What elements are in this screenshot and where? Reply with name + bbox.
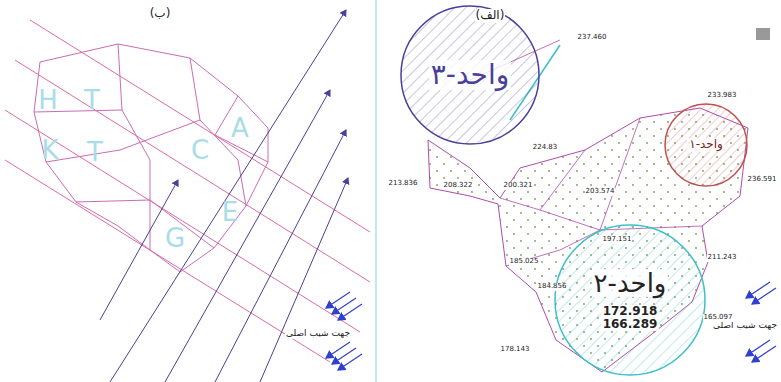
panel-label: (الف) <box>475 9 506 22</box>
block-letter: G <box>165 224 185 253</box>
zone-name: واحد-۲ <box>592 269 669 298</box>
panel-label: (ب) <box>149 7 172 20</box>
block-letter: A <box>231 114 249 143</box>
elevation-value: 185.025 <box>509 258 540 266</box>
elevation-value: 165.097 <box>703 314 734 322</box>
elevation-value: 200.321 <box>503 182 534 190</box>
zone-circle: واحد-۳ <box>400 5 540 145</box>
elevation-value: 172.918 <box>601 305 660 318</box>
block-letter: E <box>222 198 238 227</box>
direction-note: جهت شیب اصلی <box>712 321 778 331</box>
block-letter: C <box>191 136 209 165</box>
elevation-value: 224.83 <box>532 144 559 152</box>
elevation-value: 203.574 <box>585 188 616 196</box>
elevation-value: 166.289 <box>601 318 660 331</box>
zone-name: واحد-۳ <box>429 60 511 91</box>
elevation-value: 233.983 <box>707 92 738 100</box>
elevation-value: 184.856 <box>537 283 568 291</box>
elevation-value: 208.322 <box>443 182 474 190</box>
zone-outline <box>554 224 706 376</box>
block-letter: T <box>84 86 100 115</box>
block-letter: T <box>87 138 103 167</box>
block-letter: H <box>38 86 58 115</box>
block-letter: K <box>41 136 58 165</box>
elevation-value: 178.143 <box>500 346 531 354</box>
elevation-value: 236.591 <box>747 176 778 184</box>
zone-name: واحد-۱ <box>687 138 725 151</box>
zone-circle: واحد-۲ 172.918166.289 <box>554 224 706 376</box>
direction-note: جهت شیب اصلی <box>285 329 351 339</box>
elevation-value: 211.243 <box>707 254 738 262</box>
elevation-value: 237.460 <box>577 34 608 42</box>
elevation-value: 213.836 <box>388 180 419 188</box>
zone-circle: واحد-۱ <box>664 103 748 187</box>
elevation-value: 197.151 <box>602 236 633 244</box>
